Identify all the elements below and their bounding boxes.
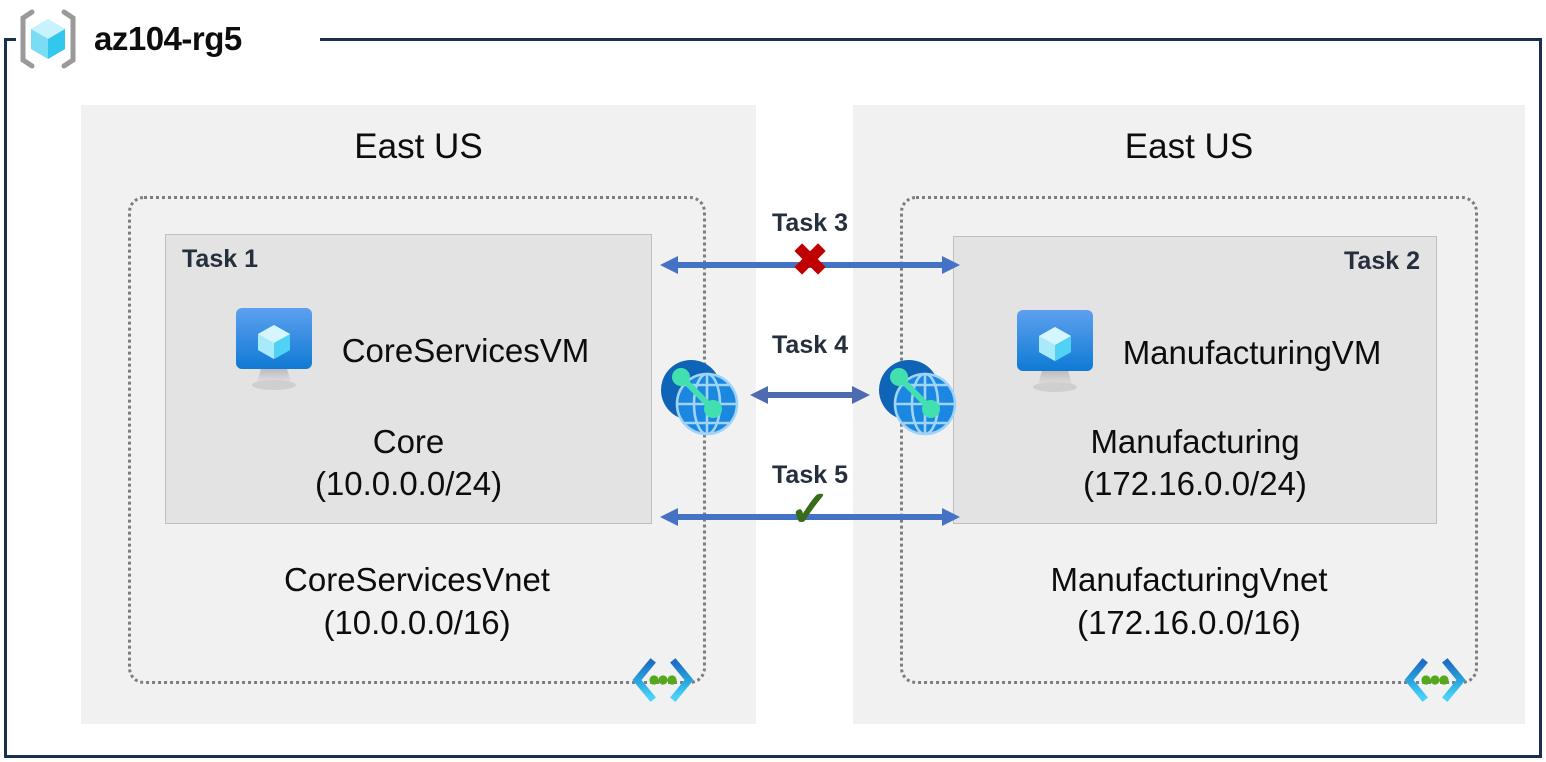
connector-label-task4: Task 4 bbox=[772, 331, 848, 359]
status-mark-task3: ✖ bbox=[791, 236, 829, 285]
virtual-machine-icon-right bbox=[1009, 305, 1101, 400]
subnet-cidr-right: (172.16.0.0/24) bbox=[1083, 464, 1307, 502]
double-arrow-task3 bbox=[660, 256, 960, 274]
vnet-cidr-right: (172.16.0.0/16) bbox=[1077, 603, 1301, 641]
resource-group-frame bbox=[4, 38, 1542, 758]
subnet-label-right: Manufacturing (172.16.0.0/24) bbox=[954, 421, 1436, 505]
double-arrow-task5 bbox=[660, 508, 960, 526]
region-label-right: East US bbox=[1124, 127, 1254, 166]
vm-name-right: ManufacturingVM bbox=[1122, 333, 1382, 371]
vm-row-right: ManufacturingVM bbox=[954, 305, 1436, 400]
vnet-cidr-left: (10.0.0.0/16) bbox=[323, 603, 511, 641]
double-arrow-task4 bbox=[750, 386, 870, 404]
subnet-box-left: Task 1 bbox=[165, 234, 652, 524]
status-mark-task5: ✓ bbox=[789, 481, 831, 537]
connector-label-task3: Task 3 bbox=[772, 209, 848, 237]
subnet-box-right: Task 2 bbox=[953, 236, 1437, 524]
task-tag-task2: Task 2 bbox=[1344, 247, 1420, 275]
vnet-label-right: ManufacturingVnet (172.16.0.0/16) bbox=[903, 559, 1475, 645]
virtual-network-icon-left bbox=[631, 657, 695, 703]
subnet-name-right: Manufacturing bbox=[1090, 422, 1300, 460]
resource-group-cube-icon bbox=[16, 8, 80, 70]
vnet-name-right: ManufacturingVnet bbox=[1050, 561, 1328, 598]
vnet-label-left: CoreServicesVnet (10.0.0.0/16) bbox=[131, 559, 703, 645]
task-tag-task1: Task 1 bbox=[182, 245, 258, 273]
vnet-peering-icon-left bbox=[655, 357, 747, 437]
subnet-label-left: Core (10.0.0.0/24) bbox=[166, 421, 651, 505]
vnet-peering-icon-right bbox=[873, 357, 965, 437]
connector-task5: Task 5 ✓ bbox=[660, 461, 960, 534]
resource-group-frame-top-right bbox=[320, 38, 1542, 41]
virtual-network-icon-right bbox=[1403, 657, 1467, 703]
subnet-cidr-left: (10.0.0.0/24) bbox=[314, 464, 503, 502]
vnet-container-left: CoreServicesVnet (10.0.0.0/16) bbox=[128, 196, 706, 702]
vm-row-left: CoreServicesVM bbox=[166, 303, 651, 398]
region-label-left: East US bbox=[354, 127, 483, 166]
subnet-name-left: Core bbox=[372, 422, 445, 460]
connector-task4: Task 4 bbox=[655, 331, 965, 437]
resource-group-frame-top-left bbox=[4, 38, 24, 41]
vnet-container-right: ManufacturingVnet (172.16.0.0/16) bbox=[900, 196, 1478, 702]
connector-task3: Task 3 ✖ bbox=[660, 209, 960, 283]
connector-label-task5: Task 5 bbox=[772, 461, 848, 489]
resource-group-header: az104-rg5 bbox=[16, 8, 252, 70]
vm-name-left: CoreServicesVM bbox=[341, 331, 590, 369]
resource-group-title: az104-rg5 bbox=[94, 20, 242, 57]
vnet-name-left: CoreServicesVnet bbox=[284, 561, 550, 598]
virtual-machine-icon-left bbox=[228, 303, 320, 398]
